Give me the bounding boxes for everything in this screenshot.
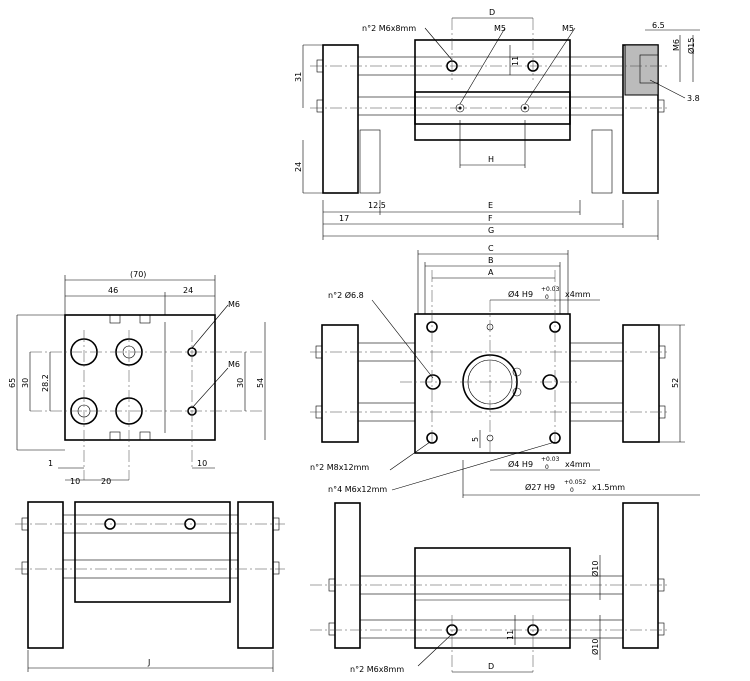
- top-dim-12-5: 12.5: [368, 201, 386, 210]
- top-dim-3-8: 3.8: [687, 94, 700, 103]
- top-dim-11: 11: [511, 56, 520, 66]
- bottom-right-view: Ø10 11 Ø10 n°2 M6x8mm D: [310, 502, 670, 675]
- bottom-left-view: J: [15, 501, 285, 672]
- top-note-m5-a: M5: [494, 24, 506, 33]
- top-left-jaw: [322, 44, 359, 194]
- left-dim-20: 20: [101, 477, 111, 486]
- top-body: [414, 39, 571, 141]
- front-note-68: n°2 Ø6.8: [328, 290, 364, 300]
- top-dim-G: G: [488, 226, 494, 235]
- front-body: [414, 313, 571, 454]
- front-note-27: Ø27 H9: [525, 482, 555, 492]
- left-view: (70) 46 24 M6 M6 65 30 28.2 30 54 1 10 2…: [8, 270, 266, 486]
- top-dim-31: 31: [294, 72, 303, 82]
- front-tol-mid-up: +0.03: [541, 456, 560, 463]
- left-dim-30b: 30: [236, 378, 245, 388]
- top-dim-E: E: [488, 201, 493, 210]
- front-tol-top-up: +0.03: [541, 286, 560, 293]
- front-dim-B: B: [488, 256, 494, 265]
- left-dim-65: 65: [8, 378, 17, 388]
- left-body: [64, 314, 216, 441]
- front-dim-5: 5: [471, 437, 480, 442]
- front-view: C B A n°2 Ø6.8 Ø4 H9 +0.03 0 x4mm 52 5 n…: [310, 244, 700, 498]
- front-tol-27-low: 0: [570, 487, 574, 494]
- top-note-m6x8: n°2 M6x8mm: [362, 24, 416, 33]
- left-dim-46: 46: [108, 286, 118, 295]
- left-dim-54: 54: [256, 378, 265, 388]
- left-dim-10b: 10: [197, 459, 207, 468]
- bottom-right-dim-D: D: [488, 662, 494, 671]
- top-note-m5-b: M5: [562, 24, 574, 33]
- left-note-m6-a: M6: [228, 300, 240, 309]
- front-tol-top-low: 0: [545, 294, 549, 301]
- left-dim-28-2: 28.2: [41, 374, 50, 392]
- front-tol-mid-low: 0: [545, 464, 549, 471]
- front-note-m8: n°2 M8x12mm: [310, 463, 369, 472]
- top-dim-17: 17: [339, 214, 349, 223]
- top-dim-24: 24: [294, 162, 303, 172]
- left-dim-30a: 30: [21, 378, 30, 388]
- bottom-right-dim-10b: Ø10: [590, 639, 600, 655]
- left-dim-70: (70): [130, 270, 146, 279]
- front-tol-27-up: +0.052: [564, 479, 586, 486]
- bottom-right-dim-10a: Ø10: [590, 561, 600, 577]
- left-dim-10a: 10: [70, 477, 80, 486]
- front-dim-A: A: [488, 268, 494, 277]
- front-suffix-top: x4mm: [565, 290, 591, 299]
- left-dim-1: 1: [48, 459, 53, 468]
- top-view: D 6.5 n°2 M6x8mm M5 M5 M6 Ø15 11 31 24 H…: [294, 8, 700, 240]
- top-dim-M6: M6: [672, 39, 681, 51]
- front-suffix-mid: x4mm: [565, 460, 591, 469]
- front-dim-52: 52: [671, 378, 680, 388]
- top-dim-H: H: [488, 155, 494, 164]
- left-note-m6-b: M6: [228, 360, 240, 369]
- bottom-left-dim-J: J: [147, 658, 150, 667]
- front-note-h9-mid: Ø4 H9: [508, 459, 533, 469]
- front-dim-C: C: [488, 244, 494, 253]
- left-dim-24: 24: [183, 286, 193, 295]
- front-note-m6x12: n°4 M6x12mm: [328, 485, 387, 494]
- front-suffix-27: x1.5mm: [592, 483, 625, 492]
- bottom-right-dim-11: 11: [506, 630, 515, 640]
- top-dim-F: F: [488, 214, 493, 223]
- front-note-h9-top: Ø4 H9: [508, 289, 533, 299]
- section-hatch: [624, 44, 659, 96]
- top-dim-6-5: 6.5: [652, 21, 665, 30]
- bottom-right-note-m6x8: n°2 M6x8mm: [350, 665, 404, 674]
- top-rod-lower: [357, 96, 624, 116]
- top-dim-D: D: [489, 8, 495, 17]
- top-dim-15: Ø15: [686, 38, 696, 54]
